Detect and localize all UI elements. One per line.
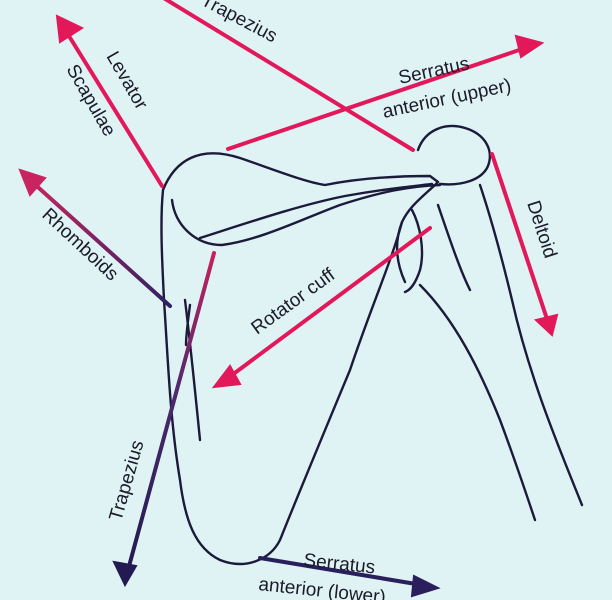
label-deltoid: Deltoid	[522, 198, 560, 261]
rotator-cuff-arrowhead	[211, 364, 242, 389]
label-rhomboids: Rhomboids	[38, 204, 123, 285]
humerus-inner-line	[436, 203, 472, 292]
rotator-cuff-arrow	[226, 226, 432, 380]
humeral-head	[403, 208, 424, 294]
levator-scapulae-arrow	[62, 26, 164, 188]
trapezius-lower-arrowhead	[112, 560, 138, 588]
scapular-spine	[170, 183, 442, 247]
serratus-upper-arrowhead	[514, 34, 545, 59]
spine-inner-line	[198, 182, 434, 240]
label-trapezius-upper: Trapezius	[198, 0, 281, 47]
levator-arrowhead	[55, 14, 85, 44]
label-serratus-upper-line1: Serratus	[397, 53, 472, 88]
rhomboids-arrowhead	[18, 168, 47, 197]
scapula-medial-detail	[184, 303, 192, 347]
serratus-upper-arrow	[226, 45, 530, 151]
humerus-left-edge	[418, 283, 537, 522]
label-serratus-lower-line2: anterior (lower)	[257, 574, 386, 600]
serratus-lower-arrowhead	[410, 574, 441, 598]
rhomboids-arrow	[28, 178, 172, 308]
scapula-lateral-border	[183, 298, 202, 442]
deltoid-arrow	[490, 152, 550, 324]
deltoid-arrowhead	[533, 313, 559, 337]
trapezius-upper-arrow	[163, 0, 415, 152]
trapezius-lower-arrow	[126, 251, 216, 572]
serratus-lower-arrow	[258, 556, 424, 587]
scapula-outline	[160, 152, 440, 566]
humerus-right-edge	[478, 183, 584, 507]
acromion	[416, 124, 491, 186]
label-serratus-lower-line1: Serratus	[302, 550, 376, 578]
